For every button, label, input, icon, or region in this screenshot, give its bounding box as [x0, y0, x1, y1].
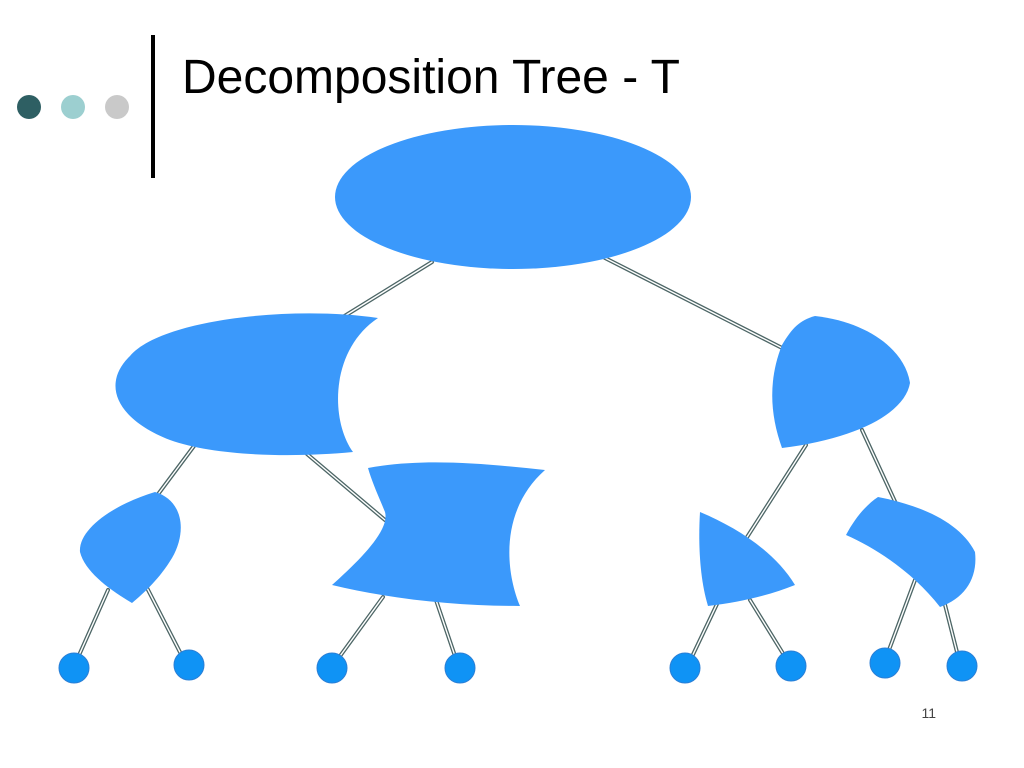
page-number: 11 [921, 705, 936, 721]
edge-leaf-4 [434, 598, 459, 664]
edge-leaf-6 [748, 598, 789, 662]
edge-leaf-2 [142, 580, 186, 662]
edge-leaf-1 [74, 588, 110, 664]
leaf-node [58, 652, 90, 684]
tree-edges [74, 256, 961, 665]
right-left-node [699, 512, 795, 606]
right-right-node [846, 497, 976, 607]
edge-root-left [328, 260, 434, 327]
edge-right-rr [860, 428, 900, 510]
edge-leaf-7 [884, 578, 917, 660]
edge-root-right [603, 256, 792, 354]
leaf-node [316, 652, 348, 684]
leaf-node [669, 652, 701, 684]
edge-right-rl [740, 443, 808, 547]
left-node [115, 313, 378, 456]
leaf-node [173, 649, 205, 681]
edge-left-lr [305, 452, 387, 522]
decorative-dot-gray [105, 95, 129, 119]
edge-leaf-5 [687, 602, 719, 665]
root-node [335, 125, 691, 269]
left-right-node [332, 462, 545, 606]
leaf-node [869, 647, 901, 679]
title-divider [151, 35, 155, 178]
leaf-node [444, 652, 476, 684]
leaf-node [946, 650, 978, 682]
slide-title: Decomposition Tree - T [182, 51, 680, 104]
right-node [772, 316, 910, 448]
decorative-dot-dark [17, 95, 41, 119]
decorative-dot-teal [61, 95, 85, 119]
leaf-node [775, 650, 807, 682]
tree-nodes [79, 125, 976, 607]
tree-leaves [58, 647, 978, 684]
left-left-node [79, 492, 181, 603]
edge-leaf-3 [333, 595, 385, 665]
